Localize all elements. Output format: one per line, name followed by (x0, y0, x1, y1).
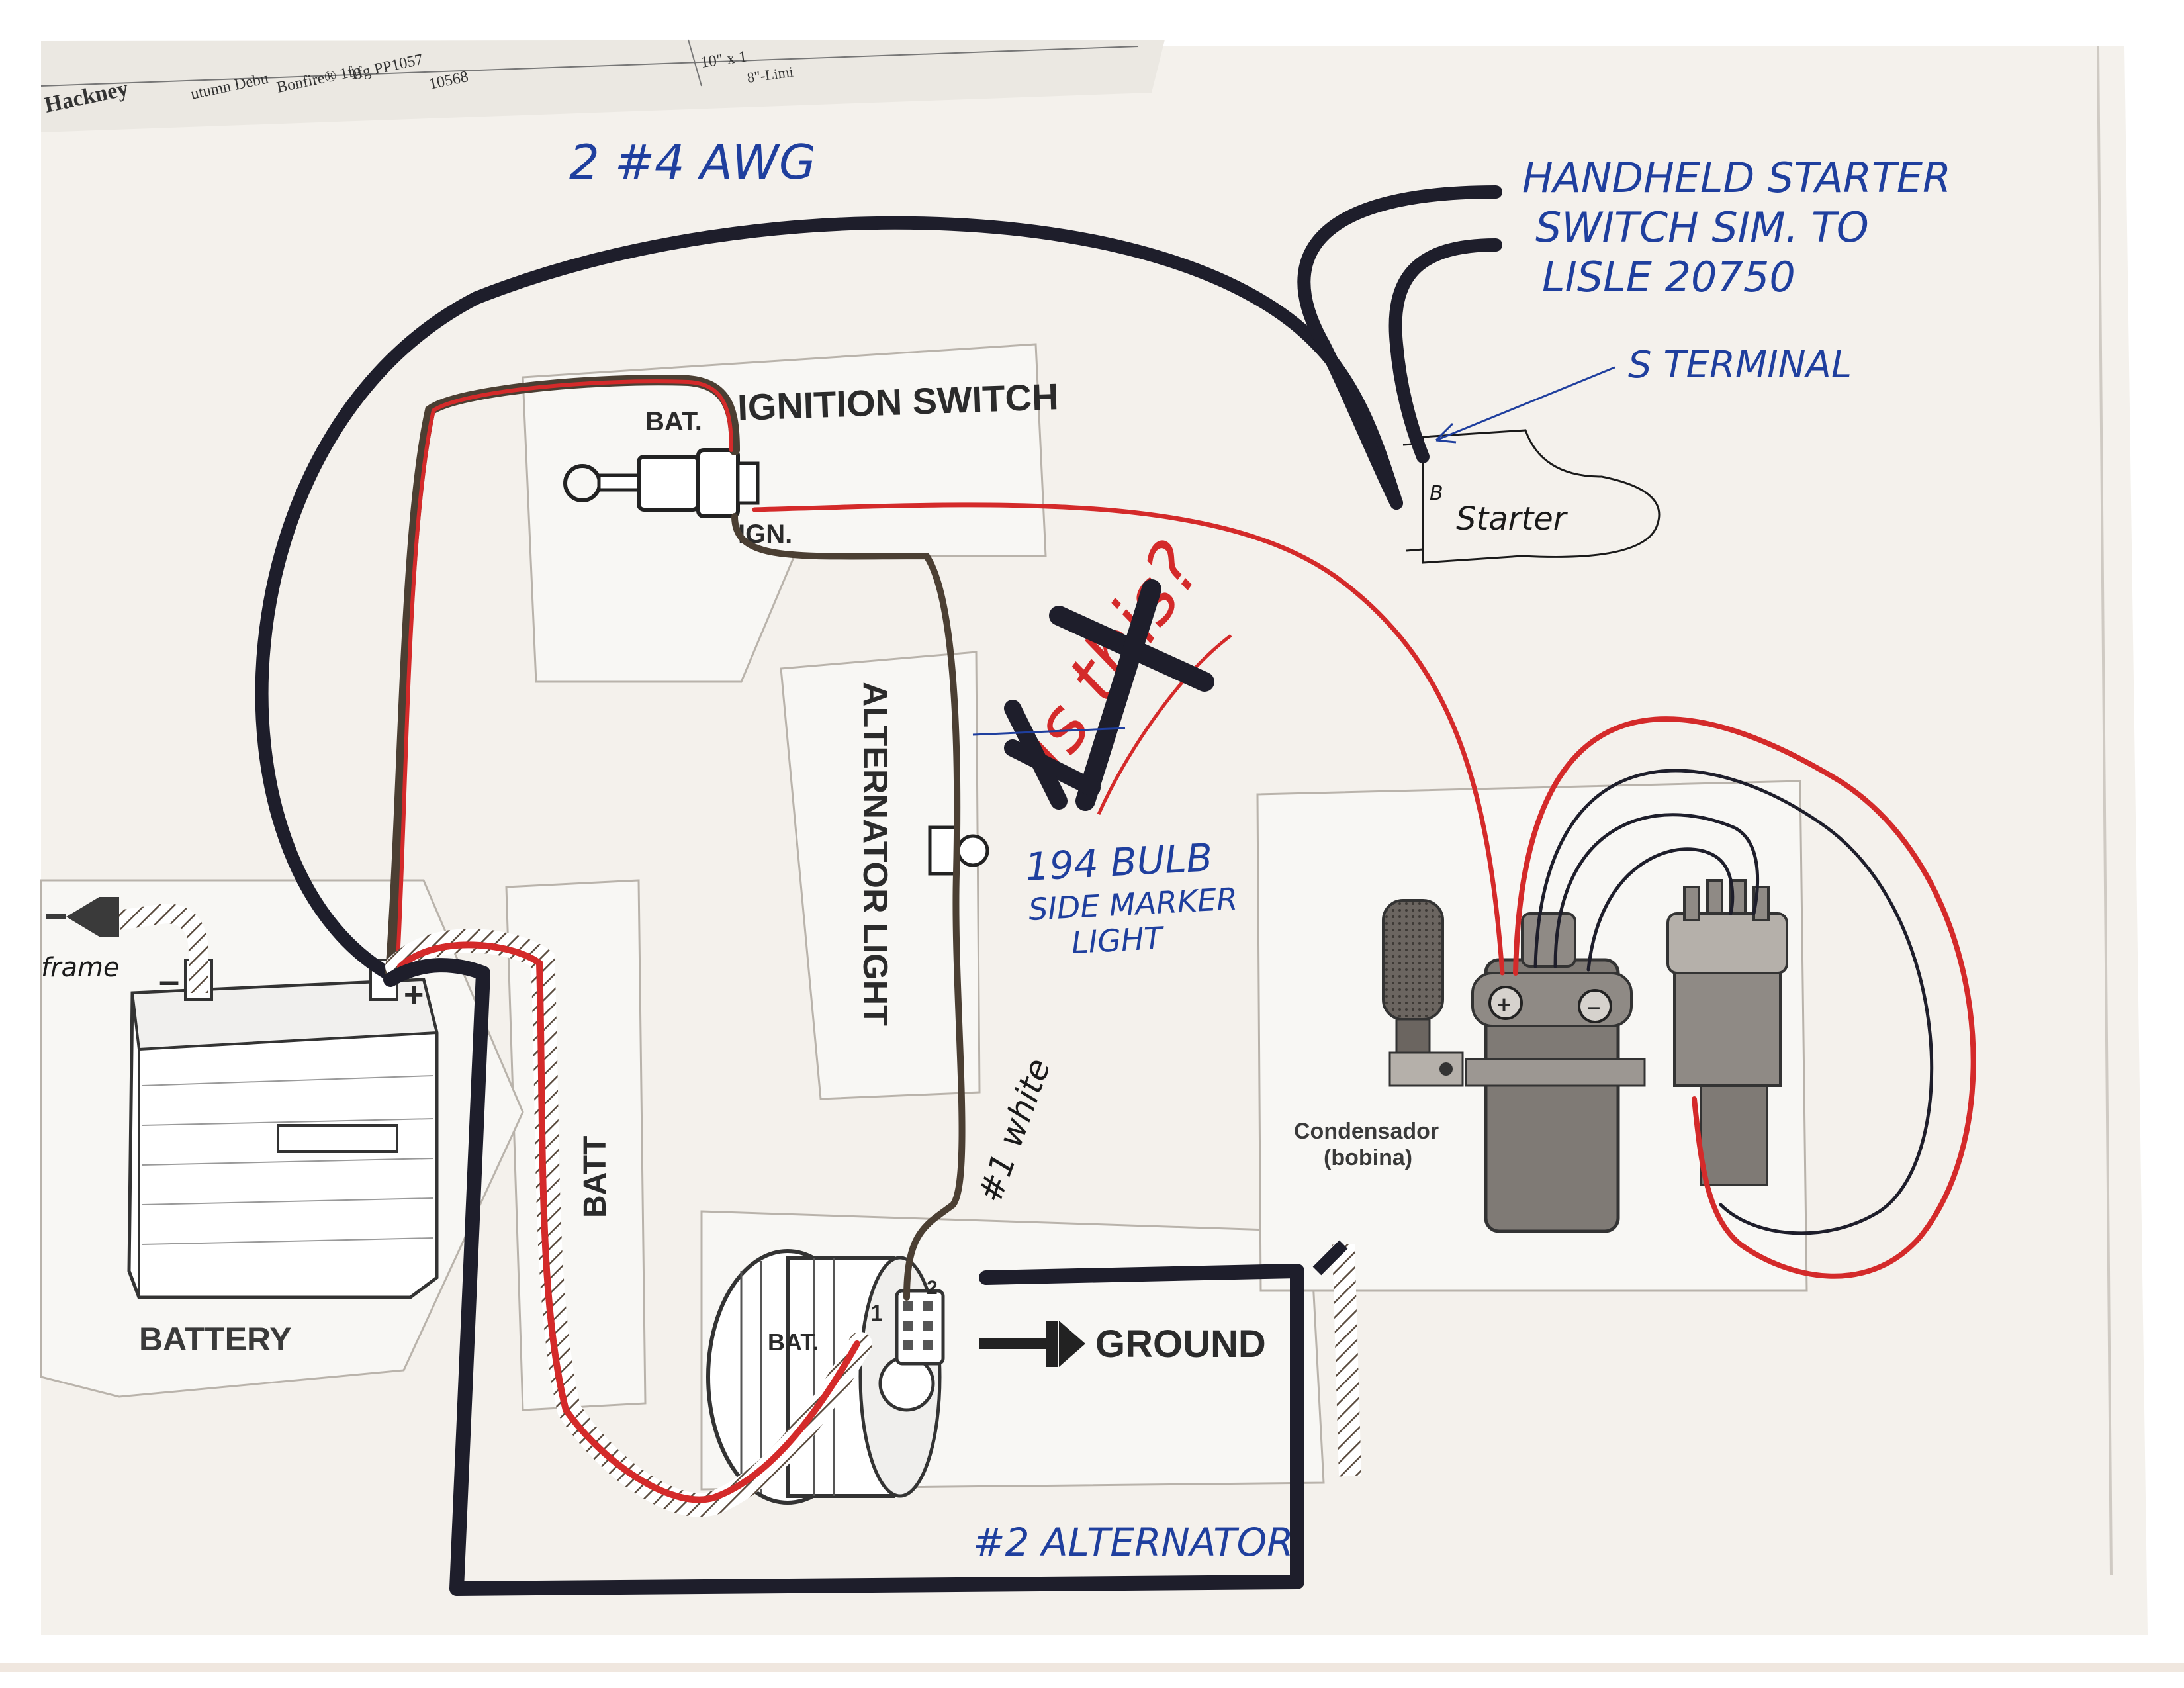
wire-coil-to-distributor-black-2 (1553, 813, 1760, 968)
starter-label: Starter (1456, 500, 1569, 538)
handheld-line-2: SWITCH SIM. TO (1535, 203, 1869, 252)
wire-coil-to-distributor-black-3 (1586, 847, 1735, 972)
alternator-light-label: ALTERNATOR LIGHT (856, 682, 894, 1026)
wire-coil-to-distributor-red (1513, 716, 1976, 1279)
ground-symbol-icon (46, 897, 119, 937)
alternator-terminal-1: 1 (870, 1301, 883, 1326)
condensador-label: Condensador (1294, 1119, 1439, 1144)
ground-label: GROUND (1095, 1323, 1266, 1366)
wire-ign-to-alternator-terminal (731, 513, 966, 1301)
alternator-light-panel (780, 651, 981, 1100)
alternator-2-label: #2 ALTERNATOR (973, 1520, 1294, 1565)
scan-edge-strip (0, 1663, 2184, 1672)
page-edge (2097, 46, 2113, 1576)
ignition-bat-label: BAT. (645, 407, 702, 436)
battery-label: BATTERY (139, 1321, 292, 1358)
bulb-icon (928, 825, 989, 876)
distributor-icon (1666, 879, 1788, 1186)
wire-gauge-4awg-label: 2 #4 AWG (569, 134, 816, 190)
wire-handheld-switch-lead-1 (1297, 185, 1502, 510)
alternator-bat-label: BAT. (768, 1329, 819, 1356)
bobina-label: (bobina) (1324, 1145, 1412, 1170)
handheld-starter-note: HANDHELD STARTER SWITCH SIM. TO LISLE 20… (1522, 154, 1951, 301)
condenser-icon (1382, 899, 1464, 1087)
handheld-line-1: HANDHELD STARTER (1522, 154, 1951, 202)
coil-icon: + – (1465, 912, 1646, 1233)
bulb-line-1: 194 BULB (1024, 835, 1214, 890)
wire-handheld-switch-lead-2 (1388, 238, 1502, 463)
alternator-icon: 1 2 BAT. (706, 1249, 945, 1505)
ground-strap (1332, 1244, 1361, 1477)
bulb-line-3: LIGHT (1071, 920, 1166, 961)
battery-plus-label: + (404, 976, 424, 1014)
wire-ignition-to-coil (752, 502, 1505, 976)
handheld-line-3: LISLE 20750 (1542, 253, 1796, 301)
alternator-terminal-2: 2 (927, 1277, 938, 1299)
coil-minus-mark: – (1587, 993, 1600, 1020)
batt-label: BATT (578, 1136, 613, 1218)
wire-coil-to-distributor-black-1 (1533, 769, 1934, 1235)
battery-minus-label: – (159, 959, 179, 1001)
starter-b-terminal: B (1430, 482, 1443, 505)
frame-ground: frame (41, 897, 208, 993)
alternator-light: ALTERNATOR LIGHT (856, 682, 989, 1026)
frame-label: frame (41, 953, 120, 983)
battery-icon: – + BATTERY (127, 959, 439, 1358)
alternator-ground: GROUND (979, 1321, 1266, 1367)
s-terminal-label: S TERMINAL (1628, 344, 1852, 387)
coil-plus-mark: + (1497, 991, 1511, 1018)
underlying-sheet: Hackney utumn Debu Bonfire® 1fg 1fg PP10… (40, 39, 1165, 132)
wire-2-alternator-ground (383, 958, 1304, 1596)
s-terminal-pointer (1435, 366, 1615, 442)
key-icon (563, 448, 760, 518)
